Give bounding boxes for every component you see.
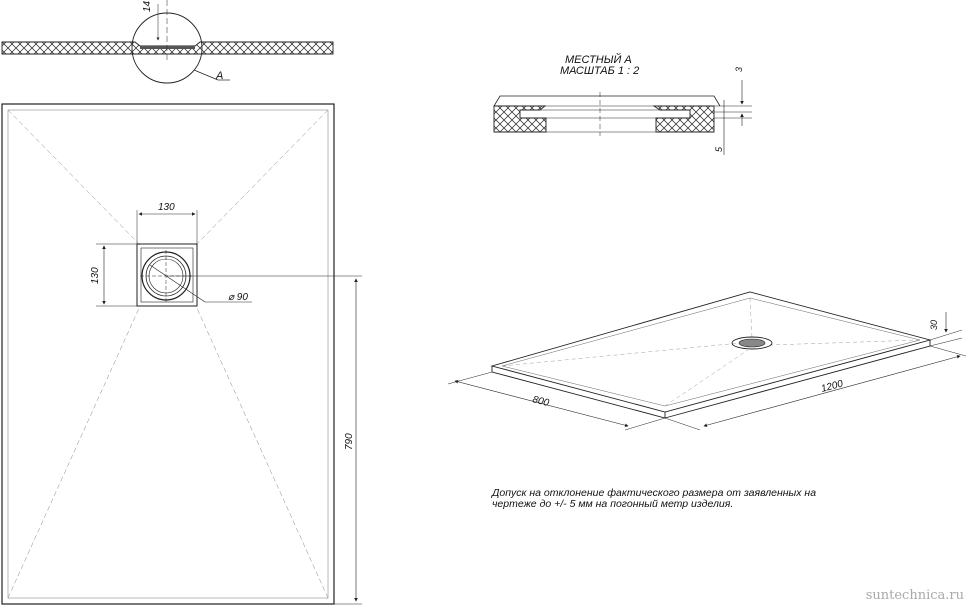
iso-width-dimension [454, 380, 629, 427]
callout-leader [193, 69, 219, 81]
diameter-leader [149, 264, 206, 303]
detail-view [493, 80, 752, 155]
section-depth-label: 14 [142, 0, 153, 12]
drain-diameter-label: ⌀ 90 [228, 292, 248, 303]
slope-lines [7, 109, 329, 599]
detail-callout-circle [131, 12, 203, 84]
drain-width-label: 130 [158, 202, 175, 213]
detail-dim-bottom: 5 [714, 146, 724, 152]
watermark: suntechnica.ru [865, 588, 964, 603]
tolerance-note-line-1: Допуск на отклонение фактического размер… [492, 487, 817, 499]
isometric-view [447, 291, 967, 431]
tray-inner-edge [7, 109, 329, 599]
section-drain-grate [140, 46, 195, 49]
detail-scale: МАСШТАБ 1 : 2 [560, 65, 639, 77]
drain-offset-label: 790 [344, 433, 355, 450]
iso-height-label: 30 [929, 320, 939, 330]
detail-dim-top: 3 [734, 67, 744, 72]
section-view [1, 0, 334, 84]
drain-body [136, 243, 198, 307]
detail-title: МЕСТНЫЙ А [565, 53, 632, 66]
tolerance-note: Допуск на отклонение фактического размер… [492, 488, 892, 510]
iso-length-dimension [703, 355, 961, 427]
iso-length-label: 1200 [820, 378, 845, 394]
drain-frame [140, 247, 194, 303]
tolerance-note-line-2: чертеже до +/- 5 мм на погонный метр изд… [492, 498, 734, 510]
iso-width-label: 800 [531, 394, 550, 409]
tray-outline [1, 103, 335, 605]
callout-label: A [215, 70, 223, 82]
drain-height-label: 130 [90, 267, 101, 284]
iso-drain [731, 336, 773, 350]
plan-view [1, 103, 362, 605]
